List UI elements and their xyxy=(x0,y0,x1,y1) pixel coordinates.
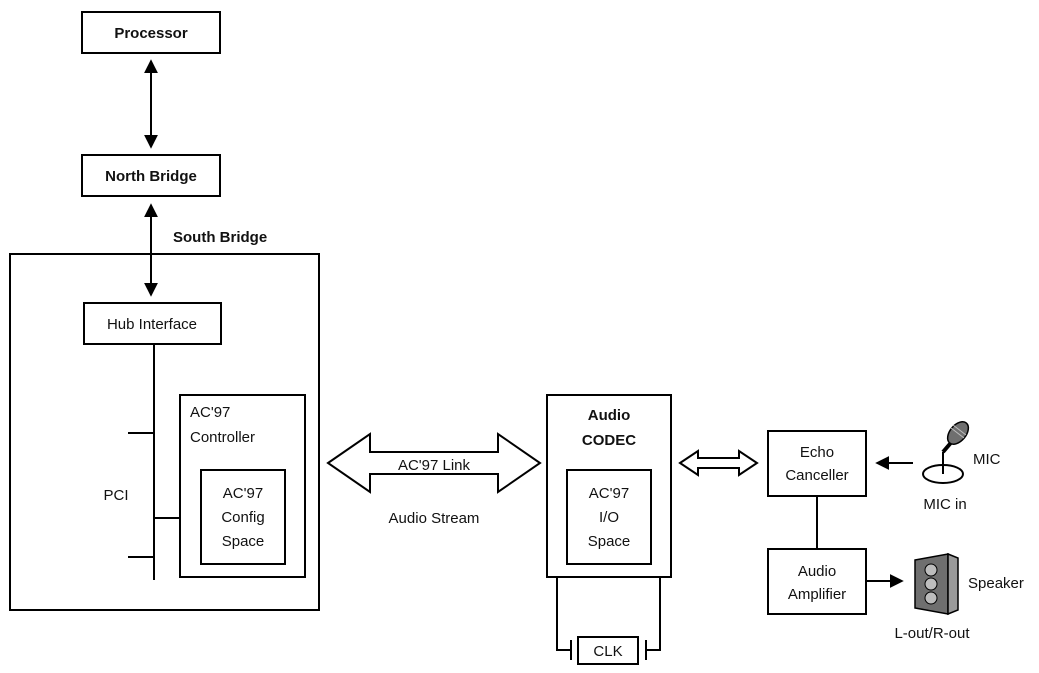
echo-canceller-label-line2: Canceller xyxy=(785,467,848,484)
speaker-icon xyxy=(914,552,959,616)
codec-echo-arrow xyxy=(678,449,759,477)
processor-label: Processor xyxy=(114,25,188,42)
audio-stream-label: Audio Stream xyxy=(389,510,480,527)
hub-interface-label: Hub Interface xyxy=(107,316,197,333)
audio-amplifier-box xyxy=(767,548,867,615)
processor-box xyxy=(81,11,221,54)
clk-right-wire xyxy=(645,577,661,660)
microphone-icon xyxy=(922,421,970,484)
io-space-label-line2: I/O xyxy=(599,509,619,526)
audio-codec-label-line2: CODEC xyxy=(582,432,636,449)
audio-amplifier-label-line1: Audio xyxy=(798,563,836,580)
hub-interface-box xyxy=(83,302,222,345)
config-space-label-line1: AC'97 xyxy=(223,485,263,502)
ac97-controller-label-line1: AC'97 xyxy=(190,404,230,421)
ac97-controller-label-line2: Controller xyxy=(190,429,255,446)
speaker-label: Speaker xyxy=(968,575,1024,592)
north-bridge-box xyxy=(81,154,221,197)
clk-box xyxy=(577,636,639,665)
audio-amplifier-label-line2: Amplifier xyxy=(788,586,846,603)
lout-rout-label: L-out/R-out xyxy=(894,625,970,642)
audio-codec-label-line1: Audio xyxy=(588,407,631,424)
north-bridge-label: North Bridge xyxy=(105,168,197,185)
echo-canceller-box xyxy=(767,430,867,497)
pci-label: PCI xyxy=(103,487,128,504)
ac97-link-label: AC'97 Link xyxy=(398,457,471,474)
ac97-link-arrow xyxy=(326,432,542,494)
south-bridge-label: South Bridge xyxy=(173,229,267,246)
clk-left-wire xyxy=(556,577,572,660)
clk-label: CLK xyxy=(593,643,622,660)
ac97-config-space-box xyxy=(200,469,286,565)
mic-in-label: MIC in xyxy=(923,496,966,513)
io-space-label-line3: Space xyxy=(588,533,631,550)
mic-label: MIC xyxy=(973,451,1001,468)
echo-canceller-label-line1: Echo xyxy=(800,444,834,461)
ac97-io-space-box xyxy=(566,469,652,565)
config-space-label-line2: Config xyxy=(221,509,264,526)
config-space-label-line3: Space xyxy=(222,533,265,550)
io-space-label-line1: AC'97 xyxy=(589,485,629,502)
